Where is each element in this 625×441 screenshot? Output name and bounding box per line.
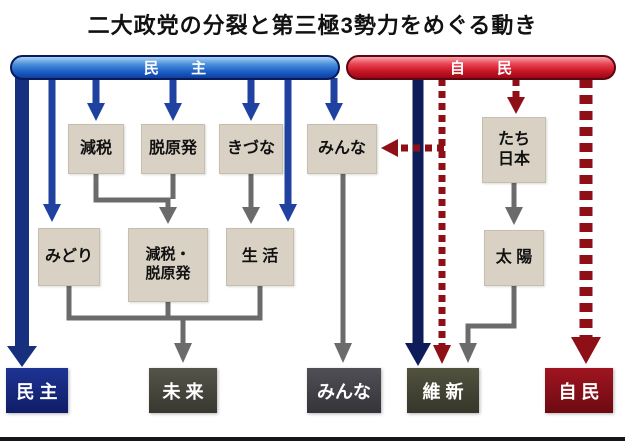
box-kizuna: きづな [219,124,283,174]
party-minshu-origin: 民 主 [10,55,340,80]
box-genzei-datsugenpatsu: 減税・ 脱原発 [128,228,208,302]
box-tachiagare-nippon: たち 日本 [482,117,546,183]
arrow-minshu-to-minna [325,78,343,121]
arrow-minshu-to-datsugenpatsu [164,78,182,121]
result-jimin: 自 民 [545,368,613,413]
arrow-minshu-to-result-minshu [7,76,37,367]
box-datsugenpatsu: 脱原発 [141,124,205,174]
party-jimin-origin: 自 民 [346,55,616,80]
result-minshu: 民 主 [6,368,68,413]
arrow-minshu-to-midori [43,78,61,222]
box-taiyo: 太 陽 [484,230,544,286]
arrow-minshu-to-ishin [405,79,431,366]
result-mirai: 未 来 [149,368,217,413]
arrow-taiyo-to-ishin [459,286,517,363]
arrow-jimin-to-ishin [433,79,451,364]
arrow-minshu-to-kizuna [242,78,260,121]
diagram-title: 二大政党の分裂と第三極3勢力をめぐる動き [87,13,538,38]
bottom-frame-bar [0,437,625,441]
arrow-minshu-to-seikatsu [279,78,297,222]
result-minna: みんな [307,368,381,413]
arrow-tachinihon-to-taiyo [505,183,523,225]
box-seikatsu: 生 活 [226,228,294,286]
arrow-jimin-to-result-jimin [571,79,601,364]
arrow-minna-to-result-minna [334,174,352,363]
box-minna-mid: みんな [307,124,377,174]
connector-genzei-merge [93,174,177,224]
connector-merge-to-mirai [66,286,263,363]
box-genzei: 減税 [68,124,124,174]
box-midori: みどり [38,228,100,286]
result-ishin: 維 新 [407,368,479,413]
arrow-kizuna-to-seikatsu [242,174,260,224]
arrow-jimin-to-tachinihon [507,79,525,114]
arrow-jimin-to-minna [381,139,444,157]
arrow-minshu-to-genzei [87,78,105,121]
